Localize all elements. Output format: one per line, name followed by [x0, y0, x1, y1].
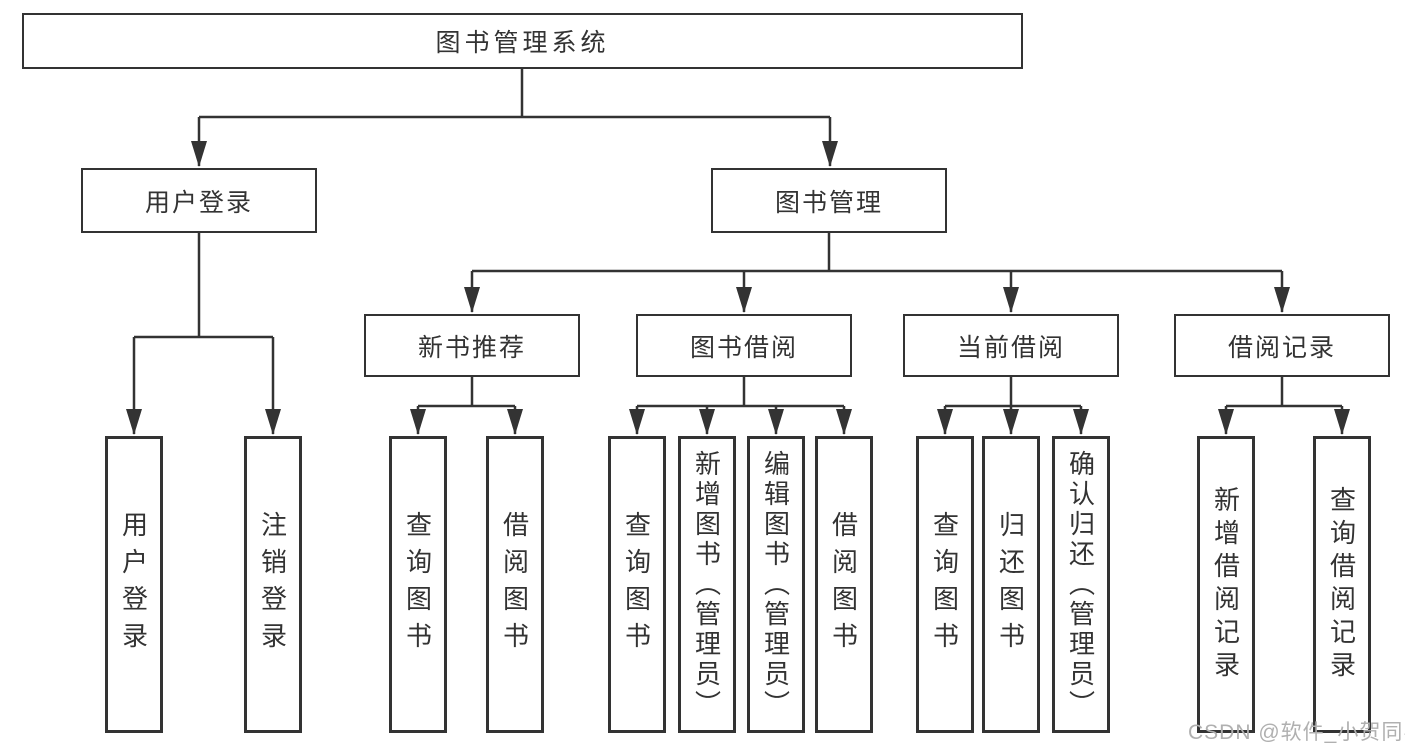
node-borrow-records: 借阅记录	[1174, 314, 1390, 377]
connector-user-login-branch	[126, 233, 281, 435]
node-current-borrow: 当前借阅	[903, 314, 1119, 377]
leaf-edit-book-admin: 编辑图书（管理员）	[747, 436, 805, 733]
leaf-query-books-borrow: 查询图书	[608, 436, 666, 733]
csdn-watermark: CSDN @软件_小贺同学	[1188, 721, 1405, 744]
leaf-label: 新增借阅记录	[1210, 485, 1241, 684]
node-user-login: 用户登录	[81, 168, 317, 233]
node-root: 图书管理系统	[22, 13, 1023, 69]
node-book-borrow: 图书借阅	[636, 314, 852, 377]
connector-book-borrow-branch	[629, 377, 852, 435]
leaf-label: 查询图书	[621, 510, 652, 659]
leaf-confirm-return-admin: 确认归还（管理员）	[1052, 436, 1110, 733]
leaf-label: 查询图书	[929, 510, 960, 659]
connector-root-to-level2	[191, 69, 838, 167]
leaf-query-books-recommend: 查询图书	[389, 436, 447, 733]
leaf-label: 借阅图书	[499, 510, 530, 659]
leaf-add-borrow-record: 新增借阅记录	[1197, 436, 1255, 733]
leaf-borrow-books: 借阅图书	[815, 436, 873, 733]
connector-book-management-branch	[464, 233, 1290, 313]
leaf-label: 编辑图书（管理员）	[760, 449, 791, 720]
leaf-add-book-admin: 新增图书（管理员）	[678, 436, 736, 733]
connector-current-borrow-branch	[937, 377, 1089, 435]
node-new-book-recommend: 新书推荐	[364, 314, 580, 377]
leaf-label: 确认归还（管理员）	[1065, 449, 1096, 720]
connector-borrow-records-branch	[1218, 377, 1350, 435]
leaf-user-login: 用户登录	[105, 436, 163, 733]
leaf-label: 注销登录	[257, 510, 288, 659]
leaf-logout: 注销登录	[244, 436, 302, 733]
node-book-management: 图书管理	[711, 168, 947, 233]
leaf-return-book: 归还图书	[982, 436, 1040, 733]
leaf-query-borrow-record: 查询借阅记录	[1313, 436, 1371, 733]
leaf-label: 借阅图书	[828, 510, 859, 659]
leaf-label: 查询图书	[402, 510, 433, 659]
leaf-label: 新增图书（管理员）	[691, 449, 722, 720]
leaf-label: 查询借阅记录	[1326, 485, 1357, 684]
leaf-label: 归还图书	[995, 510, 1026, 659]
leaf-borrow-books-recommend: 借阅图书	[486, 436, 544, 733]
connector-new-book-branch	[410, 377, 523, 435]
leaf-query-books-current: 查询图书	[916, 436, 974, 733]
leaf-label: 用户登录	[118, 510, 149, 659]
